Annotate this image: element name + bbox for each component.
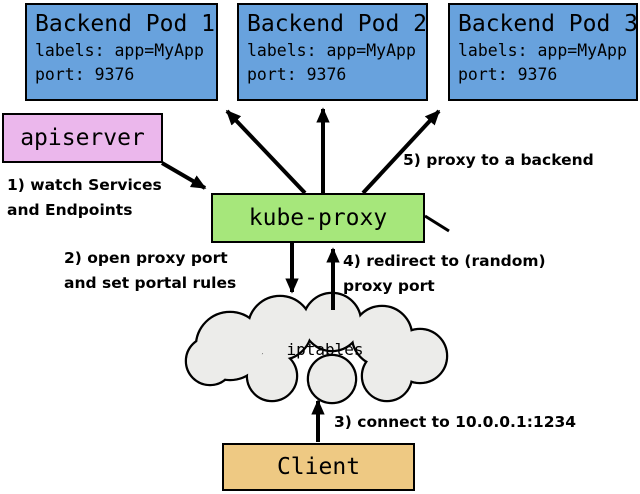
- annotation-line: and set portal rules: [64, 274, 237, 292]
- annotation-line: 1) watch Services: [7, 176, 162, 194]
- arrow-step1-watch: [160, 161, 207, 190]
- annotation-line: and Endpoints: [7, 201, 133, 219]
- annotation-step3: 3) connect to 10.0.0.1:1234: [334, 410, 576, 435]
- annotation-step5: 5) proxy to a backend: [403, 148, 594, 173]
- annotation-line: 4) redirect to (random): [343, 252, 546, 270]
- pod-title: Backend Pod 1: [35, 11, 216, 37]
- annotation-line: 3) connect to 10.0.0.1:1234: [334, 413, 577, 431]
- kube-proxy-box: kube-proxy: [211, 193, 425, 243]
- arrow-step5-to-pod3: [361, 109, 441, 195]
- annotation-step4: 4) redirect to (random) proxy port: [343, 249, 546, 299]
- pod-labels: labels: app=MyApp: [458, 41, 627, 60]
- iptables-cloud-icon: [184, 291, 449, 405]
- pod-port: port: 9376: [247, 65, 347, 84]
- pod-port: port: 9376: [35, 65, 135, 84]
- pod-labels: labels: app=MyApp: [35, 41, 204, 60]
- annotation-line: proxy port: [343, 277, 435, 295]
- kube-proxy-label: kube-proxy: [248, 205, 388, 231]
- backend-pod-3-box: Backend Pod 3 labels: app=MyApp port: 93…: [448, 3, 638, 101]
- annotation-line: 5) proxy to a backend: [403, 151, 594, 169]
- pod-title: Backend Pod 2: [247, 11, 428, 37]
- arrow-step5-to-pod1: [225, 109, 307, 195]
- pod-title: Backend Pod 3: [458, 11, 639, 37]
- pod-labels: labels: app=MyApp: [247, 41, 416, 60]
- apiserver-box: apiserver: [2, 113, 163, 163]
- annotation-step1: 1) watch Services and Endpoints: [7, 173, 162, 223]
- pod-port: port: 9376: [458, 65, 558, 84]
- leader-line: [424, 214, 450, 233]
- client-label: Client: [276, 454, 361, 480]
- backend-pod-1-box: Backend Pod 1 labels: app=MyApp port: 93…: [25, 3, 218, 101]
- apiserver-label: apiserver: [20, 125, 145, 151]
- iptables-label: iptables: [286, 340, 364, 359]
- backend-pod-2-box: Backend Pod 2 labels: app=MyApp port: 93…: [237, 3, 428, 101]
- client-box: Client: [222, 443, 415, 491]
- annotation-step2: 2) open proxy port and set portal rules: [64, 246, 236, 296]
- annotation-line: 2) open proxy port: [64, 249, 228, 267]
